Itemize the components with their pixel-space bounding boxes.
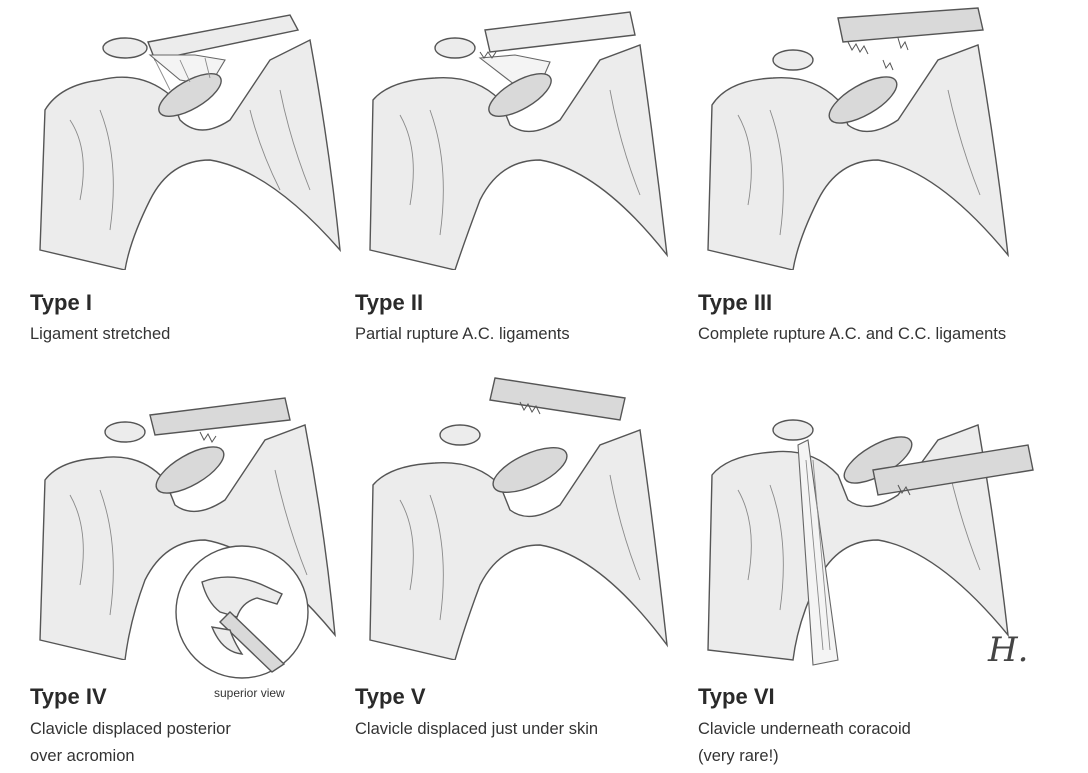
type-3-title: Type III	[698, 290, 772, 316]
superior-view-inset	[172, 542, 312, 682]
panel-type-5: Type V Clavicle displaced just under ski…	[355, 370, 695, 773]
superior-view-label: superior view	[214, 686, 285, 700]
panel-type-3: Type III Complete rupture A.C. and C.C. …	[698, 0, 1088, 340]
type-4-title: Type IV	[30, 684, 107, 710]
panel-type-6: H. Type VI Clavicle underneath coracoid …	[698, 400, 1088, 773]
type-6-illustration	[698, 400, 1038, 670]
panel-type-4: superior view Type IV Clavicle displaced…	[30, 390, 370, 773]
type-6-description-line-1: Clavicle underneath coracoid	[698, 717, 911, 741]
type-1-title: Type I	[30, 290, 92, 316]
type-5-illustration	[355, 370, 695, 660]
type-3-illustration	[698, 0, 1038, 270]
type-1-description: Ligament stretched	[30, 322, 170, 346]
panel-type-1: Type I Ligament stretched	[30, 0, 370, 340]
type-3-description: Complete rupture A.C. and C.C. ligaments	[698, 322, 1006, 346]
type-4-description-line-1: Clavicle displaced posterior	[30, 717, 231, 741]
type-5-description: Clavicle displaced just under skin	[355, 717, 598, 741]
type-2-title: Type II	[355, 290, 423, 316]
artist-signature: H.	[988, 630, 1028, 670]
type-4-description-line-2: over acromion	[30, 744, 135, 768]
type-6-description-line-2: (very rare!)	[698, 744, 779, 768]
panel-type-2: Type II Partial rupture A.C. ligaments	[355, 0, 695, 340]
type-5-title: Type V	[355, 684, 426, 710]
type-2-illustration	[355, 0, 695, 270]
type-1-illustration	[30, 0, 370, 270]
type-2-description: Partial rupture A.C. ligaments	[355, 322, 570, 346]
type-6-title: Type VI	[698, 684, 775, 710]
